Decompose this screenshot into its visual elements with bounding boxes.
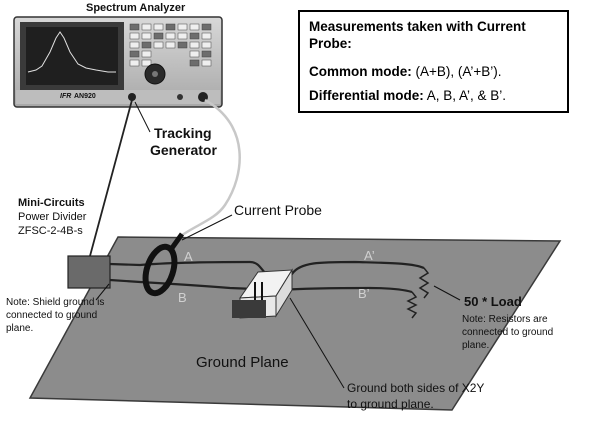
current-probe-handle [169,232,185,250]
analyzer-key [129,50,140,58]
tracking-label-line-1: Tracking [154,125,212,141]
shield-note-line-1: Note: Shield ground is [6,297,105,308]
line-a-prime-label: A’ [364,248,375,263]
shield-note-pointer [95,283,110,301]
analyzer-key [177,32,188,40]
analyzer-key [177,23,188,31]
tracking-label-line-2: Generator [150,142,217,158]
current-probe-ring [142,243,178,297]
analyzer-key [129,23,140,31]
common-mode-value: (A+B), (A’+B’). [411,64,502,79]
analyzer-key [153,23,164,31]
analyzer-key [165,32,176,40]
x2y-note-pointer [289,297,345,389]
analyzer-key [153,32,164,40]
analyzer-key [141,23,152,31]
analyzer-key [189,23,200,31]
ground-plane [28,236,562,411]
common-mode-label: Common mode: [309,64,412,79]
load-note-line-1: Note: Resistors are [462,314,548,325]
measurements-heading-2: Probe: [309,36,352,51]
analyzer-port-3 [177,94,183,100]
analyzer-key [141,32,152,40]
load-value-label: 50 * Load [464,294,522,309]
ground-plane-label: Ground Plane [196,354,289,371]
x2y-ground-base [232,300,266,318]
resistor-b-prime [406,291,418,319]
analyzer-key [165,23,176,31]
analyzer-key [129,41,140,49]
measurements-heading-1: Measurements taken with Current [309,19,526,34]
tracking-generator-port [128,93,136,101]
shield-note-line-2: connected to ground [6,310,98,321]
analyzer-key [129,32,140,40]
differential-mode-label: Differential mode: [309,88,424,103]
analyzer-brand: IFR [60,93,72,100]
analyzer-screen [26,27,118,85]
current-probe-label: Current Probe [234,202,322,218]
analyzer-key [189,32,200,40]
x2y-note-line-1: Ground both sides of X2Y [347,381,485,395]
tracking-generator-cable [89,99,133,257]
analyzer-key [153,41,164,49]
divider-line-2: Power Divider [18,211,87,223]
measurements-box: Measurements taken with Current Probe: C… [298,10,569,113]
analyzer-key [201,50,212,58]
tracking-generator-pointer [134,101,151,133]
power-divider-box [67,255,111,289]
differential-mode-line: Differential mode: A, B, A’, & B’. [309,88,506,103]
shield-note-line-3: plane. [6,323,34,334]
current-probe-cable [177,98,241,239]
line-b-label: B [178,290,187,305]
analyzer-key [189,59,200,67]
analyzer-knob-center [152,71,158,77]
analyzer-key [201,23,212,31]
load-note-line-2: connected to ground [462,327,554,338]
spectrum-analyzer-title: Spectrum Analyzer [86,2,186,14]
analyzer-key [201,59,212,67]
analyzer-key [189,50,200,58]
analyzer-trace [27,31,116,73]
current-probe-pointer [181,214,233,241]
line-b-wire [109,278,413,294]
resistor-a-prime [418,267,430,299]
spectrum-analyzer [13,16,223,108]
divider-brand: Mini-Circuits [18,197,85,209]
load-note-line-3: plane. [462,340,490,351]
common-mode-line: Common mode: (A+B), (A’+B’). [309,64,502,79]
analyzer-keypad [129,23,212,67]
divider-line-3: ZFSC-2-4B-s [18,225,83,237]
x2y-note-line-2: to ground plane. [347,397,434,411]
line-a-label: A [184,249,193,264]
analyzer-model: AN920 [74,93,96,100]
analyzer-key [141,41,152,49]
analyzer-key [129,59,140,67]
analyzer-bottom-strip [16,90,220,104]
analyzer-key [189,41,200,49]
differential-mode-value: A, B, A’, & B’. [423,88,507,103]
analyzer-key [177,41,188,49]
analyzer-key [141,59,152,67]
analyzer-key [201,32,212,40]
analyzer-key [141,50,152,58]
load-pointer [433,285,461,301]
line-b-prime-label: B’ [358,286,370,301]
analyzer-key [201,41,212,49]
analyzer-key [165,41,176,49]
